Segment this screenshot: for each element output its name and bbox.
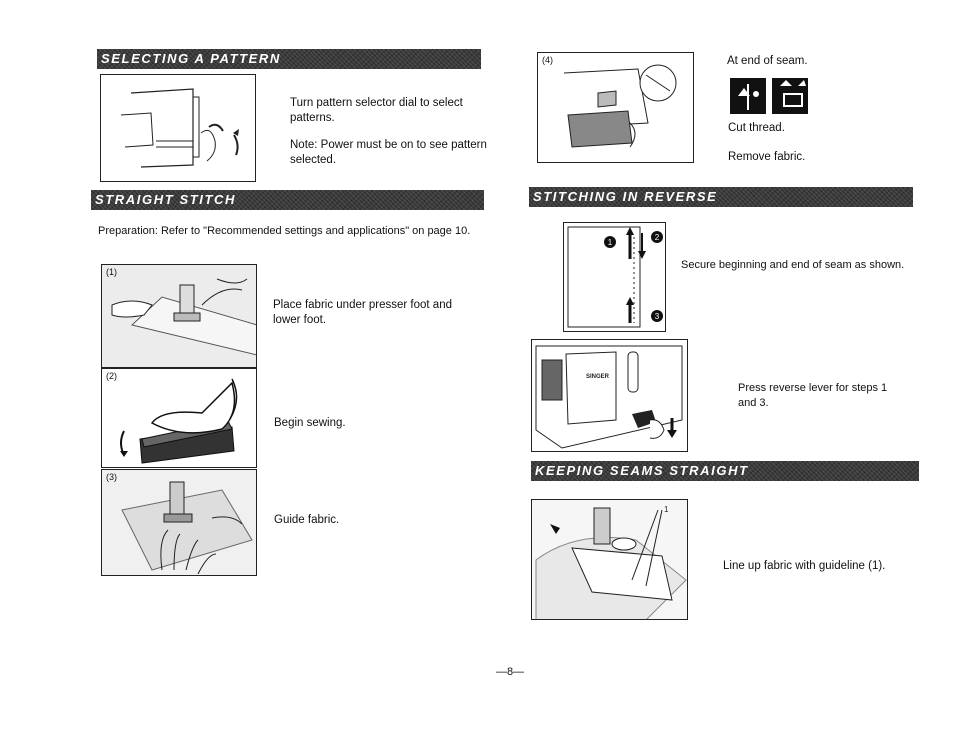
reverse-lever-illustration: SINGER	[531, 339, 688, 452]
guideline-callout: 1	[664, 505, 669, 514]
stitch-direction-icon: 1 2 3	[567, 226, 663, 328]
step-3-text: Guide fabric.	[274, 514, 340, 526]
step-number: (2)	[106, 371, 117, 381]
cut-thread-text: Cut thread.	[728, 122, 785, 134]
thread-cutter-icon	[563, 64, 677, 148]
step-2-illustration: (2)	[101, 368, 257, 468]
preparation-text: Preparation: Refer to "Recommended setti…	[98, 225, 471, 237]
seam-guide-icon: 1	[535, 505, 687, 619]
reverse-stitch-diagram: 1 2 3	[563, 222, 666, 332]
step-number: (3)	[106, 472, 117, 482]
reverse-lever-icon: SINGER	[535, 345, 683, 449]
step-number: (4)	[542, 55, 553, 65]
seam-guide-illustration: 1	[531, 499, 688, 620]
pattern-instruction: Turn pattern selector dial to select pat…	[290, 97, 463, 124]
step-1-illustration: (1)	[101, 264, 257, 368]
end-of-seam-illustration: (4)	[537, 52, 694, 163]
cut-thread-icons	[728, 76, 810, 116]
marker-1: 1	[608, 238, 613, 247]
press-lever-text: Press reverse lever for steps 1 and 3.	[738, 382, 888, 409]
secure-seam-text: Secure beginning and end of seam as show…	[681, 259, 905, 271]
pattern-note: Note: Power must be on to see pattern se…	[290, 139, 487, 166]
brand-label: SINGER	[586, 374, 610, 380]
step-3-illustration: (3)	[101, 469, 257, 576]
foot-pedal-icon	[120, 378, 238, 464]
end-of-seam-title: At end of seam.	[727, 55, 808, 67]
guide-fabric-icon	[121, 481, 253, 575]
marker-3: 3	[655, 312, 660, 321]
step-2-text: Begin sewing.	[274, 417, 346, 429]
marker-2: 2	[655, 233, 660, 242]
remove-fabric-text: Remove fabric.	[728, 151, 806, 163]
line-up-text: Line up fabric with guideline (1).	[723, 560, 886, 572]
page-number: —8—	[495, 666, 525, 678]
section-heading-keeping-straight: KEEPING SEAMS STRAIGHT	[531, 461, 919, 481]
pattern-dial-illustration	[100, 74, 256, 182]
section-heading-straight-stitch: STRAIGHT STITCH	[91, 190, 484, 210]
section-heading-selecting-pattern: SELECTING A PATTERN	[97, 49, 481, 69]
needle-up-icon	[730, 78, 808, 114]
presser-foot-icon	[111, 278, 256, 356]
sewing-machine-side-icon	[120, 88, 239, 168]
step-number: (1)	[106, 267, 117, 277]
section-heading-stitching-reverse: STITCHING IN REVERSE	[529, 187, 913, 207]
step-1-text: Place fabric under presser foot and lowe…	[273, 299, 452, 326]
